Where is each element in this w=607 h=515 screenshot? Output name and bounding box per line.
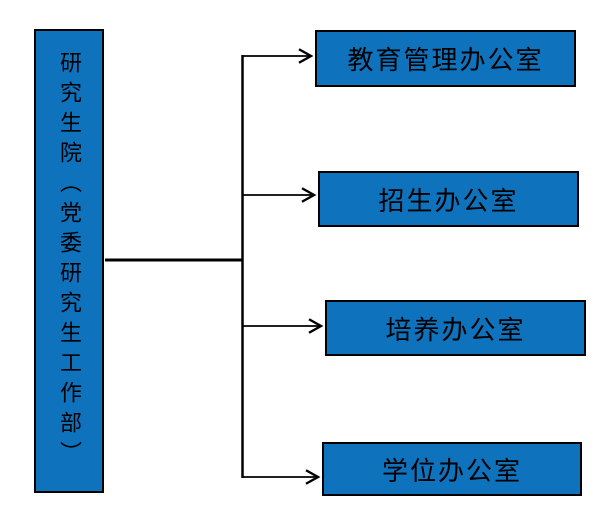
child-node-box-degree: 学位办公室 [322, 442, 582, 496]
root-node-box: 研究生院（党委研究生工作部） [34, 29, 104, 493]
child-node-label: 教育管理办公室 [347, 45, 544, 75]
child-node-label: 学位办公室 [381, 455, 522, 486]
root-node-label: 研究生院（党委研究生工作部） [57, 51, 82, 471]
child-node-label: 招生办公室 [378, 185, 519, 216]
child-node-label: 培养办公室 [385, 314, 526, 345]
child-node-box-education-management: 教育管理办公室 [315, 30, 576, 87]
child-node-box-training: 培养办公室 [325, 300, 586, 356]
child-node-box-admissions: 招生办公室 [318, 171, 579, 227]
